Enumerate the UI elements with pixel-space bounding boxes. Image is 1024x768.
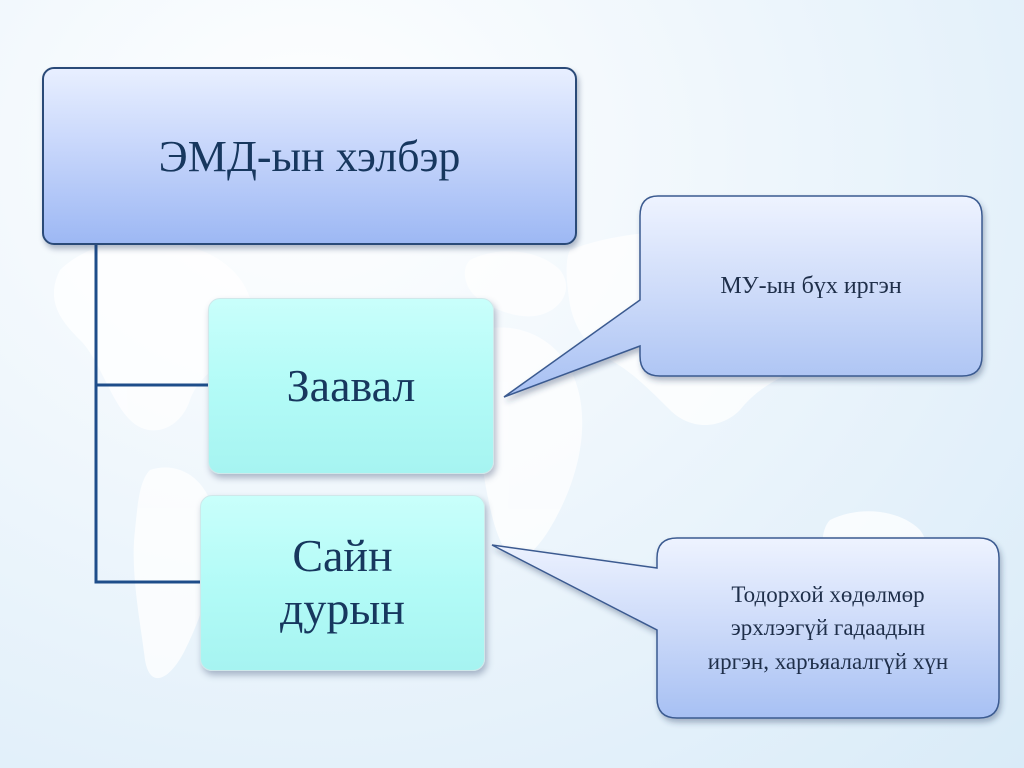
callout-2: Тодорхой хөдөлмөр эрхлээгүй гадаадын ирг… xyxy=(657,538,999,718)
callout-2-line2: эрхлээгүй гадаадын xyxy=(730,615,926,641)
root-node: ЭМД-ын хэлбэр xyxy=(42,67,577,245)
root-node-label: ЭМД-ын хэлбэр xyxy=(158,131,461,181)
child-node-mandatory: Заавал xyxy=(208,298,494,474)
callout-2-line3: иргэн, харъяалалгүй хүн xyxy=(707,648,949,674)
child-node-label-line1: Сайн xyxy=(292,530,393,582)
callout-2-line1: Тодорхой хөдөлмөр xyxy=(731,581,925,607)
child-node-voluntary: Сайн дурын xyxy=(200,495,485,671)
callout-shape-2 xyxy=(491,537,1000,719)
child-node-label-line2: дурын xyxy=(280,583,405,634)
callout-shape-1 xyxy=(503,195,983,398)
tree-connector xyxy=(94,245,208,584)
callout-1: МУ-ын бүх иргэн xyxy=(640,196,982,376)
callout-1-line1: МУ-ын бүх иргэн xyxy=(720,272,902,299)
child-node-label: Заавал xyxy=(286,359,416,411)
